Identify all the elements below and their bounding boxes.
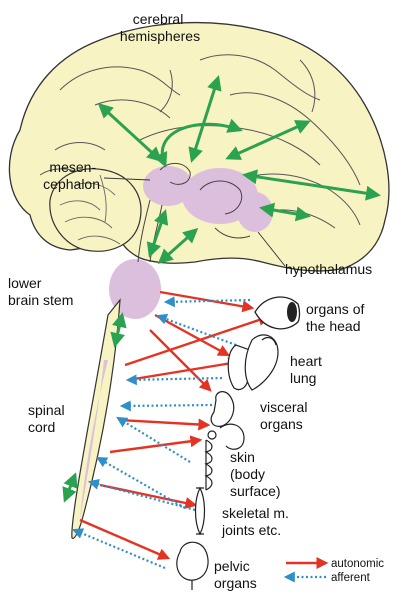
afferent-pathways bbox=[71, 296, 251, 570]
label-skeletal-muscle: skeletal m. joints etc. bbox=[221, 505, 293, 538]
mesencephalon-leader bbox=[103, 177, 151, 181]
skin-icon bbox=[204, 439, 213, 491]
hypothalamus-region bbox=[237, 192, 273, 232]
cerebellum bbox=[49, 168, 142, 252]
label-heart-lung: heart lung bbox=[290, 353, 326, 386]
label-cerebral-hemispheres: cerebral hemispheres bbox=[120, 11, 200, 44]
label-hypothalamus: hypothalamus bbox=[285, 261, 372, 277]
mesencephalon-region bbox=[143, 166, 193, 206]
heart-lung-icon bbox=[227, 334, 279, 391]
skeletal-muscle-icon bbox=[194, 486, 206, 536]
legend-afferent-label: afferent bbox=[331, 572, 371, 584]
label-visceral-organs: visceral organs bbox=[260, 399, 311, 432]
lower-brain-stem-region bbox=[109, 259, 161, 319]
legend-autonomic-label: autonomic bbox=[331, 558, 384, 570]
hypothalamus-leader bbox=[257, 231, 286, 267]
label-organs-of-the-head: organs of the head bbox=[306, 301, 368, 334]
eye-icon bbox=[254, 296, 301, 330]
label-pelvic-organs: pelvic organs bbox=[214, 558, 257, 591]
label-lower-brain-stem: lower brain stem bbox=[8, 275, 73, 308]
legend: autonomic afferent bbox=[283, 557, 384, 584]
label-skin-body-surface: skin (body surface) bbox=[230, 449, 281, 499]
stomach-intestine-icon bbox=[207, 391, 245, 450]
label-mesencephalon: mesen- cephalon bbox=[43, 159, 100, 192]
central-arc-arrow bbox=[153, 118, 243, 168]
label-spinal-cord: spinal cord bbox=[28, 402, 68, 435]
pelvic-organs-icon bbox=[176, 541, 209, 590]
